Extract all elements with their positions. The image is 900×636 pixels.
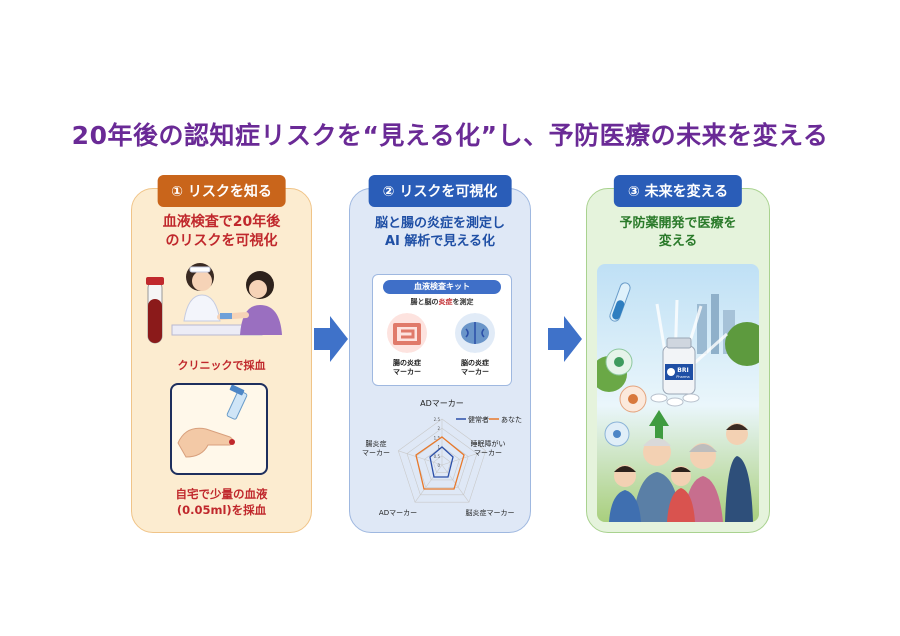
clinic-blood-draw-illustration <box>146 263 282 344</box>
intestine-icon <box>387 313 427 353</box>
radar-spoke <box>441 450 486 466</box>
radar-grid-ring <box>406 427 478 496</box>
panel3-headline: 予防薬開発で医療を 変える <box>619 216 737 249</box>
radar-axis-left-1: 腸炎症 <box>366 439 387 448</box>
panel1-headline: 血液検査で20年後 のリスクを可視化 <box>162 214 281 249</box>
radar-grid-ring <box>432 455 452 473</box>
arrow-right-icon <box>548 316 582 362</box>
radar-grid-ring <box>415 437 469 488</box>
step-3-badge: ③ 未来を変える <box>613 175 743 207</box>
bottle-logo-sub: Pharma <box>676 375 689 379</box>
home-sampling-box <box>170 383 268 475</box>
brain-icon <box>455 313 495 353</box>
future-medicine-illustration: BRI Pharma <box>597 264 759 522</box>
radar-axis-right-1: 睡眠障がい <box>471 439 506 448</box>
kit-subtitle: 腸と脳の炎症を測定 <box>410 298 474 306</box>
panel2-headline: 脳と腸の炎症を測定し AI 解析で見える化 <box>374 216 505 249</box>
gut-marker-label: 腸の炎症 マーカー <box>393 359 421 377</box>
radar-axis-top: ADマーカー <box>420 399 464 408</box>
step-2-badge: ② リスクを可視化 <box>368 175 512 207</box>
step-1-badge: ① リスクを知る <box>157 175 286 207</box>
bottle-logo: BRI <box>677 367 688 374</box>
page-title: 20年後の認知症リスクを“見える化”し、予防医療の未来を変える <box>71 121 829 150</box>
blood-test-kit-card: 血液検査キット 腸と脳の炎症を測定 腸の炎症 マーカー 脳の炎症 マーカー <box>372 274 512 386</box>
legend-healthy: 健常者 <box>468 415 489 424</box>
radar-tick-label: 2 <box>437 426 440 431</box>
radar-tick-label: 0.5 <box>434 454 441 459</box>
radar-tick-label: 1.5 <box>434 435 441 440</box>
radar-grid-ring <box>424 446 460 481</box>
radar-axis-bottom-left: ADマーカー <box>379 509 417 517</box>
panel-visualize-risk: ② リスクを可視化 脳と腸の炎症を測定し AI 解析で見える化 血液検査キット … <box>349 175 531 533</box>
caption-clinic: クリニックで採血 <box>177 359 266 372</box>
caption-home: 自宅で少量の血液 (0.05ml)を採血 <box>175 487 268 517</box>
brain-marker-label: 脳の炎症 マーカー <box>461 359 489 377</box>
panel-change-future: ③ 未来を変える 予防薬開発で医療を 変える <box>586 175 770 533</box>
radar-grid-ring <box>397 418 487 503</box>
risk-radar-chart: ADマーカー 健常者 あなた 2.5 2 1.5 1 0.5 0 睡眠障がい マーカー 腸… <box>362 399 522 517</box>
finger-prick-illustration <box>177 384 248 458</box>
legend-you: あなた <box>501 416 522 424</box>
radar-axis-left-2: マーカー <box>362 449 390 457</box>
radar-tick-label: 2.5 <box>434 417 441 422</box>
radar-spoke <box>398 450 443 466</box>
radar-axis-right-2: マーカー <box>474 449 502 457</box>
panel-know-risk: ① リスクを知る 血液検査で20年後 のリスクを可視化 クリニックで採血 <box>131 175 312 533</box>
radar-tick-label: 1 <box>437 445 440 450</box>
radar-series-healthy <box>429 446 454 478</box>
radar-tick-label: 0 <box>437 463 440 468</box>
arrow-right-icon <box>314 316 348 362</box>
kit-title: 血液検査キット <box>383 280 501 294</box>
radar-spoke <box>414 464 443 503</box>
radar-axis-bottom-right: 脳炎症マーカー <box>466 508 515 517</box>
radar-series-you <box>415 436 465 490</box>
